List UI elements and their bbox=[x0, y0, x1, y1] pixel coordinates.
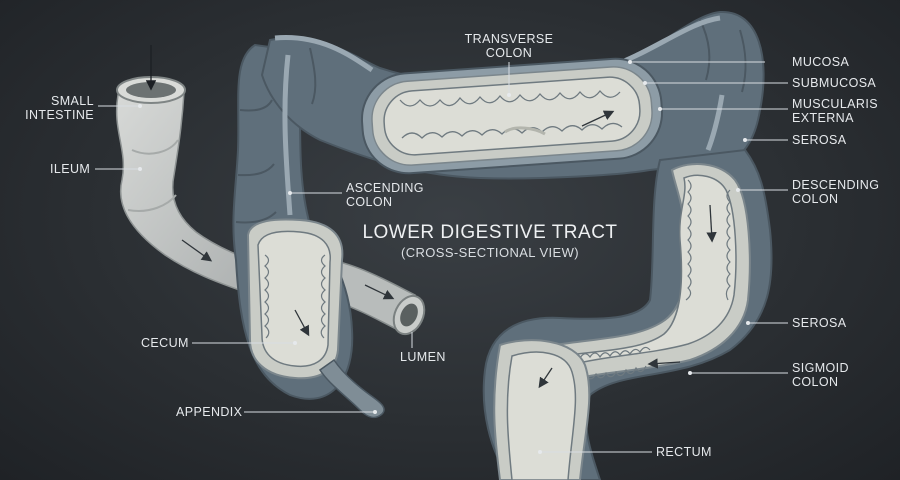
diagram-title: LOWER DIGESTIVE TRACT bbox=[362, 222, 618, 243]
label-submucosa: SUBMUCOSA bbox=[792, 76, 877, 90]
serosa-bands bbox=[274, 15, 725, 216]
label-serosa-bottom: SEROSA bbox=[792, 316, 847, 330]
transverse-cross-section bbox=[360, 57, 664, 175]
label-lumen: LUMEN bbox=[400, 350, 446, 364]
ileocecal-tube bbox=[329, 259, 426, 336]
label-ileum: ILEUM bbox=[50, 162, 91, 176]
label-ascending-colon: ASCENDING COLON bbox=[346, 181, 424, 209]
label-mucosa: MUCOSA bbox=[792, 55, 850, 69]
label-cecum: CECUM bbox=[141, 336, 189, 350]
diagram-subtitle: (CROSS-SECTIONAL VIEW) bbox=[400, 245, 580, 260]
label-serosa-top: SEROSA bbox=[792, 133, 847, 147]
label-muscularis-externa: MUSCULARIS EXTERNA bbox=[792, 97, 878, 125]
leader-lines bbox=[95, 61, 788, 453]
label-transverse-colon: TRANSVERSE COLON bbox=[464, 32, 554, 60]
label-sigmoid-colon: SIGMOID COLON bbox=[792, 361, 849, 389]
cecum-cross-section bbox=[246, 218, 385, 419]
label-appendix: APPENDIX bbox=[176, 405, 243, 419]
rectum bbox=[493, 339, 591, 480]
label-small-intestine: SMALL INTESTINE bbox=[25, 94, 94, 122]
label-descending-colon: DESCENDING COLON bbox=[792, 178, 880, 206]
leader-dots bbox=[138, 60, 750, 454]
label-rectum: RECTUM bbox=[656, 445, 712, 459]
